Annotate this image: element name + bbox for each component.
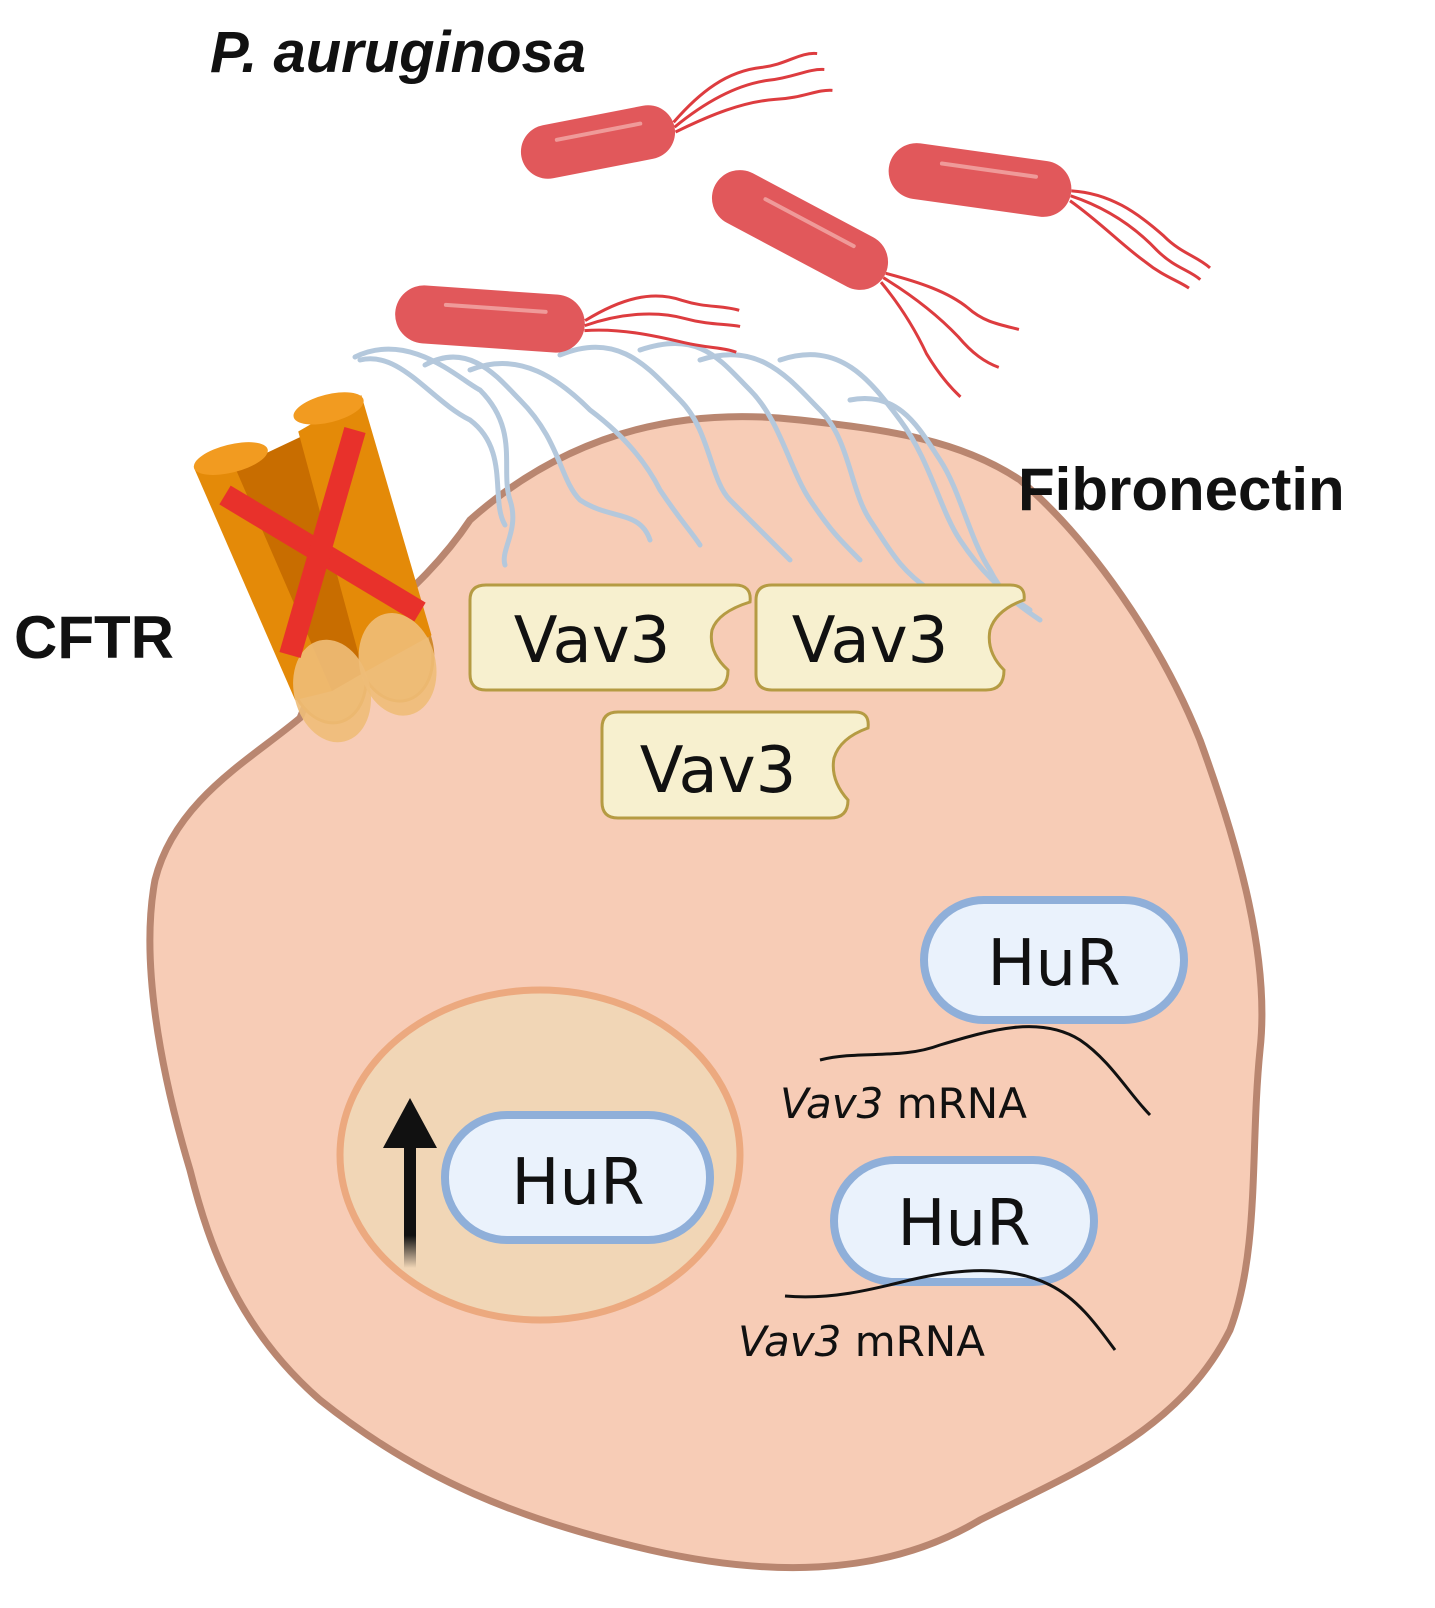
bacterium-icon [711, 170, 1020, 398]
vav3-mrna-strand-1 [819, 1025, 1152, 1117]
vav3-mrna-strand-2 [784, 1269, 1117, 1351]
hur-label: HuR [987, 927, 1120, 1001]
vav3-protein-1: Vav3 [468, 583, 752, 692]
vav3-mrna-label-2: Vav3 mRNA [738, 1317, 985, 1366]
hur-cytoplasmic-2: HuR [830, 1156, 1098, 1286]
vav3-protein-2: Vav3 [754, 583, 1026, 692]
hur-label: HuR [897, 1187, 1030, 1261]
organism-label: P. auruginosa [210, 20, 586, 85]
cross-mark-icon [219, 426, 426, 659]
vav3-protein-3: Vav3 [600, 710, 870, 820]
up-arrow-icon [383, 1098, 437, 1268]
vav3-label: Vav3 [792, 604, 949, 678]
fibronectin-label: Fibronectin [1018, 456, 1345, 523]
bacterium-icon [520, 52, 833, 179]
mrna-gene-name: Vav3 [780, 1079, 883, 1128]
bacterium-icon [888, 143, 1212, 290]
hur-cytoplasmic-1: HuR [920, 896, 1188, 1024]
bacteria-group [395, 52, 1212, 398]
vav3-label: Vav3 [514, 604, 671, 678]
vav3-mrna-label-1: Vav3 mRNA [780, 1079, 1027, 1128]
bacterium-icon [395, 285, 741, 354]
fibronectin-fibers [352, 341, 1043, 623]
cftr-label: CFTR [14, 604, 174, 671]
hur-label: HuR [511, 1146, 644, 1220]
mrna-suffix: mRNA [883, 1079, 1027, 1128]
vav3-label: Vav3 [640, 734, 797, 808]
mrna-suffix: mRNA [841, 1317, 985, 1366]
hur-nuclear: HuR [441, 1111, 714, 1244]
mrna-gene-name: Vav3 [738, 1317, 841, 1366]
